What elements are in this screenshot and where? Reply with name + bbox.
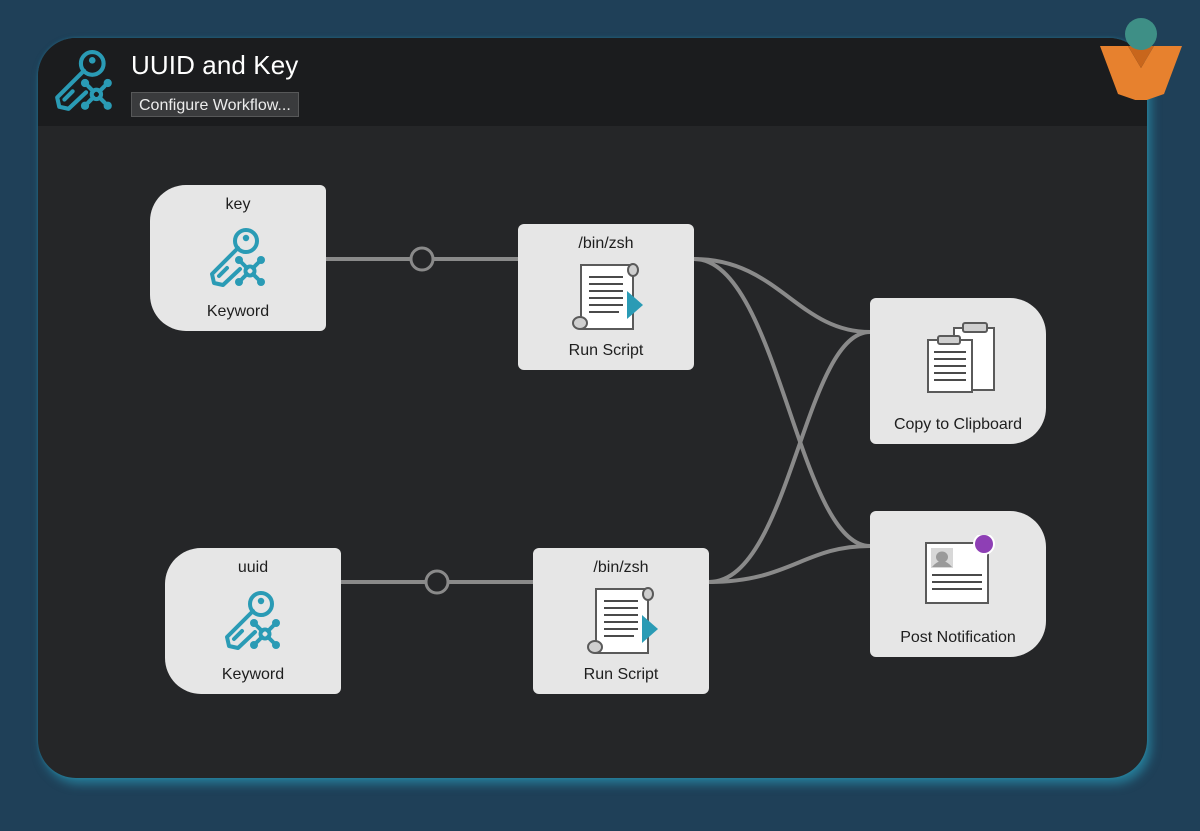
- wire-script-bottom-to-copy: [708, 330, 871, 584]
- configure-workflow-button[interactable]: Configure Workflow...: [131, 92, 299, 117]
- node-type-label: Run Script: [583, 666, 659, 683]
- node-keyword-label: key: [225, 196, 251, 213]
- key-network-icon: [51, 49, 117, 115]
- copy-to-clipboard-node[interactable]: Copy to Clipboard: [870, 298, 1046, 444]
- run-script-node-top[interactable]: /bin/zsh Run Script: [518, 224, 694, 370]
- post-notification-node[interactable]: Post Notification: [870, 511, 1046, 657]
- workflow-header: UUID and Key Configure Workflow...: [38, 38, 1147, 126]
- script-scroll-icon: [569, 261, 645, 331]
- node-type-label: Post Notification: [900, 629, 1016, 646]
- node-type-label: Keyword: [206, 303, 270, 320]
- node-type-label: Run Script: [568, 342, 644, 359]
- brand-logo: [1100, 18, 1182, 100]
- node-keyword-label: uuid: [237, 559, 269, 576]
- workflow-title: UUID and Key: [131, 50, 299, 80]
- connection-handle[interactable]: [409, 246, 435, 272]
- workflow-window: UUID and Key Configure Workflow... key K…: [38, 38, 1147, 778]
- node-script-path: /bin/zsh: [593, 559, 649, 576]
- wire-script-bottom-to-notify: [708, 544, 871, 584]
- script-scroll-icon: [584, 585, 660, 655]
- run-script-node-bottom[interactable]: /bin/zsh Run Script: [533, 548, 709, 694]
- clipboard-icon: [922, 322, 998, 394]
- node-type-label: Copy to Clipboard: [893, 416, 1023, 433]
- wire-script-top-to-copy: [693, 257, 871, 334]
- keyword-node-uuid[interactable]: uuid Keyword: [165, 548, 341, 694]
- connection-wires: [326, 246, 871, 595]
- connection-handle[interactable]: [424, 569, 450, 595]
- node-script-path: /bin/zsh: [578, 235, 634, 252]
- wire-script-top-to-notify: [693, 257, 871, 548]
- keyword-node-key[interactable]: key Keyword: [150, 185, 326, 331]
- node-type-label: Keyword: [221, 666, 285, 683]
- key-network-icon: [206, 227, 270, 291]
- notification-icon: [920, 535, 996, 607]
- key-network-icon: [221, 590, 285, 654]
- workflow-canvas: key Keyword uuid Keyword /bin/zsh Run Sc…: [38, 126, 1147, 778]
